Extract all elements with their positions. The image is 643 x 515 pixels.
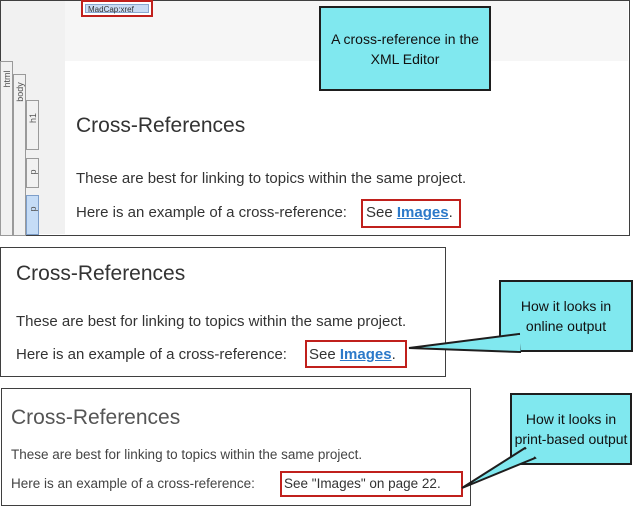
callout-online-output: How it looks in online output bbox=[499, 280, 633, 352]
online-xref-highlight bbox=[305, 340, 407, 368]
print-heading: Cross-References bbox=[11, 406, 181, 429]
online-paragraph-1: These are best for linking to topics wit… bbox=[16, 313, 407, 330]
structure-bar-h1[interactable]: h1 bbox=[26, 100, 39, 150]
xref-period: . bbox=[448, 204, 453, 221]
online-paragraph-2: Here is an example of a cross-reference: bbox=[16, 346, 287, 363]
structure-bar-p2-selected[interactable]: p bbox=[26, 195, 39, 235]
editor-xref-highlight bbox=[361, 199, 461, 228]
editor-heading: Cross-References bbox=[76, 114, 246, 137]
print-xref: See "Images" on page 22. bbox=[284, 476, 441, 491]
online-output-panel bbox=[0, 247, 446, 377]
print-xref-highlight bbox=[280, 471, 463, 497]
print-pointer-join bbox=[524, 447, 536, 459]
editor-paragraph-1: These are best for linking to topics wit… bbox=[76, 170, 467, 187]
print-paragraph-1: These are best for linking to topics wit… bbox=[11, 447, 363, 462]
print-output-panel bbox=[1, 388, 471, 506]
xref-span-tag[interactable]: MadCap:xref bbox=[85, 4, 149, 14]
editor-xref[interactable]: See Images. bbox=[366, 204, 453, 221]
structure-bar-html[interactable]: html bbox=[0, 61, 13, 236]
structure-bar-body[interactable]: body bbox=[13, 74, 26, 236]
structure-bar-p1[interactable]: p bbox=[26, 158, 39, 188]
online-heading: Cross-References bbox=[16, 262, 186, 285]
editor-paragraph-2: Here is an example of a cross-reference: bbox=[76, 204, 347, 221]
xref-link[interactable]: Images bbox=[396, 204, 449, 221]
xref-see-text: See bbox=[366, 204, 393, 221]
callout-xml-editor: A cross-reference in the XML Editor bbox=[319, 6, 491, 91]
online-callout-pointer bbox=[408, 332, 522, 354]
xref-link[interactable]: Images bbox=[339, 346, 392, 363]
xref-period: . bbox=[391, 346, 396, 363]
print-paragraph-2: Here is an example of a cross-reference: bbox=[11, 476, 255, 491]
print-callout-pointer bbox=[461, 446, 537, 489]
online-xref[interactable]: See Images. bbox=[309, 346, 396, 363]
xref-span-tag-highlight[interactable]: MadCap:xref bbox=[81, 0, 153, 17]
xref-see-text: See bbox=[309, 346, 336, 363]
